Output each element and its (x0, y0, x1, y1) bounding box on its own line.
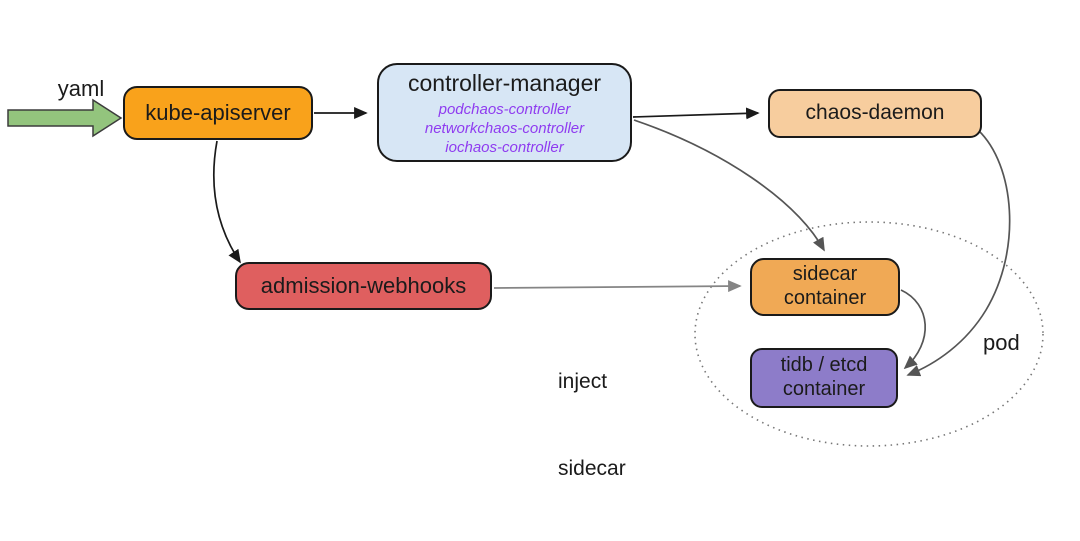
iochaos-controller-label: iochaos-controller (445, 138, 564, 156)
pod-boundary-ellipse (694, 221, 1044, 447)
pod-label: pod (983, 330, 1020, 355)
tidb-etcd-container-line2: container (782, 378, 866, 400)
edge-sidecar-to-tidb-etcd (900, 289, 927, 370)
kube-apiserver-label: kube-apiserver (145, 100, 291, 126)
architecture-diagram: yaml inject sidecar pod kube-apiserver c… (7, 63, 1044, 480)
tidb-etcd-container-line1: tidb / etcd (780, 354, 868, 377)
edge-controller-manager-to-chaos-daemon (632, 107, 760, 120)
edges-layer (7, 98, 1044, 447)
networkchaos-controller-label: networkchaos-controller (424, 119, 585, 137)
edge-apiserver-to-admission-webhooks (212, 140, 241, 264)
yaml-label: yaml (57, 76, 105, 101)
inject-sidecar-line1: inject (558, 370, 608, 393)
node-sidecar-container: sidecar container (750, 258, 900, 316)
sidecar-container-line2: container (783, 287, 867, 309)
node-controller-manager: controller-manager podchaos-controller n… (377, 63, 632, 162)
podchaos-controller-label: podchaos-controller (438, 100, 571, 118)
node-tidb-etcd-container: tidb / etcd container (750, 348, 898, 408)
edge-chaos-daemon-to-tidb-etcd (906, 129, 1011, 377)
controller-manager-label: controller-manager (407, 70, 602, 97)
inject-sidecar-line2: sidecar (558, 457, 626, 480)
yaml-input-arrow (7, 98, 123, 138)
node-admission-webhooks: admission-webhooks (235, 262, 492, 310)
edge-admission-webhooks-to-sidecar (493, 280, 742, 293)
chaos-daemon-label: chaos-daemon (805, 101, 945, 125)
node-chaos-daemon: chaos-daemon (768, 89, 982, 138)
admission-webhooks-label: admission-webhooks (260, 273, 467, 299)
sidecar-container-line1: sidecar (792, 263, 858, 286)
node-kube-apiserver: kube-apiserver (123, 86, 313, 140)
edge-controller-manager-to-sidecar (633, 119, 825, 252)
inject-sidecar-label: inject sidecar (558, 309, 626, 541)
